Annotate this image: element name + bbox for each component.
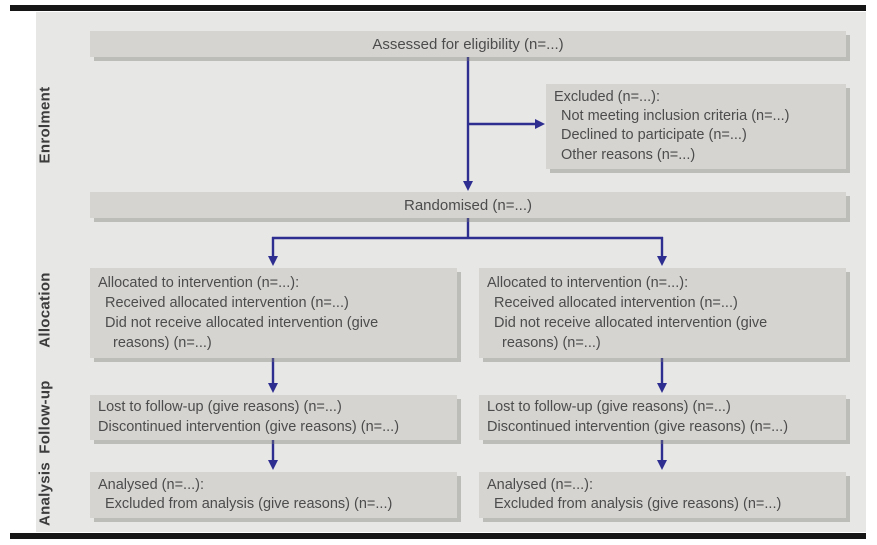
excluded-line: Other reasons (n=...)	[561, 146, 696, 163]
allocated-line: reasons) (n=...)	[502, 335, 601, 351]
box-allocated-left: Allocated to intervention (n=...): Recei…	[90, 268, 457, 358]
box-excluded: Excluded (n=...): Not meeting inclusion …	[546, 84, 846, 169]
allocated-line: Did not receive allocated intervention (…	[105, 315, 379, 331]
section-label-followup: Follow-up	[36, 380, 54, 454]
bottom-rule	[10, 533, 866, 539]
allocated-line: Did not receive allocated intervention (…	[494, 315, 768, 331]
allocated-line: reasons) (n=...)	[113, 335, 212, 351]
section-label-enrolment: Enrolment	[36, 86, 54, 164]
box-analysed-right: Analysed (n=...): Excluded from analysis…	[479, 472, 846, 518]
allocated-line: Allocated to intervention (n=...):	[487, 275, 689, 291]
followup-line: Lost to follow-up (give reasons) (n=...)	[98, 399, 342, 415]
box-randomised-text: Randomised (n=...)	[404, 196, 532, 214]
box-randomised: Randomised (n=...)	[90, 192, 846, 218]
excluded-line: Excluded (n=...):	[554, 89, 660, 105]
box-followup-right: Lost to follow-up (give reasons) (n=...)…	[479, 395, 846, 440]
excluded-line: Declined to participate (n=...)	[561, 127, 747, 144]
top-rule	[10, 5, 866, 11]
followup-line: Discontinued intervention (give reasons)…	[98, 418, 400, 435]
box-assessed-for-eligibility: Assessed for eligibility (n=...)	[90, 31, 846, 57]
followup-line: Lost to follow-up (give reasons) (n=...)	[487, 399, 731, 415]
analysed-line: Excluded from analysis (give reasons) (n…	[105, 496, 393, 512]
followup-line: Discontinued intervention (give reasons)…	[487, 418, 789, 435]
analysed-line: Analysed (n=...):	[98, 477, 204, 493]
allocated-line: Allocated to intervention (n=...):	[98, 275, 300, 291]
box-followup-left: Lost to follow-up (give reasons) (n=...)…	[90, 395, 457, 440]
section-label-analysis: Analysis	[36, 461, 54, 527]
box-assessed-text: Assessed for eligibility (n=...)	[372, 35, 564, 53]
analysed-line: Analysed (n=...):	[487, 477, 593, 493]
section-label-allocation: Allocation	[36, 272, 54, 348]
excluded-line: Not meeting inclusion criteria (n=...)	[561, 108, 790, 125]
box-allocated-right: Allocated to intervention (n=...): Recei…	[479, 268, 846, 358]
allocated-line: Received allocated intervention (n=...)	[105, 295, 349, 311]
box-analysed-left: Analysed (n=...): Excluded from analysis…	[90, 472, 457, 518]
allocated-line: Received allocated intervention (n=...)	[494, 295, 738, 311]
analysed-line: Excluded from analysis (give reasons) (n…	[494, 496, 782, 512]
